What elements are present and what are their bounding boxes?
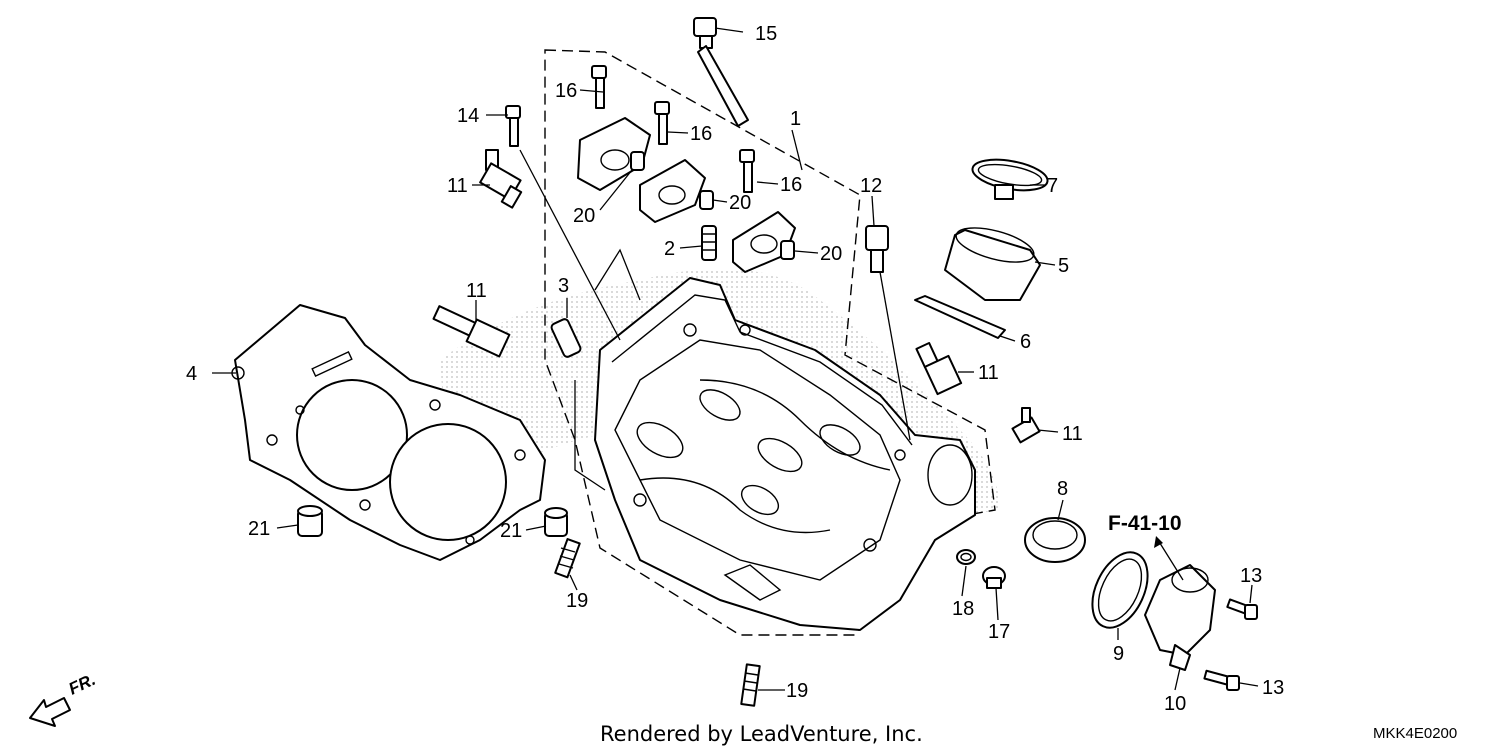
callout-1[interactable]: 1 [790, 108, 801, 130]
washer-18[interactable] [956, 549, 976, 565]
bolt-15[interactable] [693, 17, 749, 127]
spark-plug-middle[interactable] [432, 305, 511, 358]
callout-21b[interactable]: 21 [500, 520, 522, 542]
dowel-pin-left[interactable] [297, 505, 323, 537]
callout-9[interactable]: 9 [1113, 643, 1124, 665]
callout-11c[interactable]: 11 [978, 362, 999, 384]
bolt-13-lower[interactable] [1203, 669, 1240, 691]
dowel-pin-20c[interactable] [780, 240, 795, 260]
callout-12[interactable]: 12 [860, 175, 882, 197]
bolt-13-upper[interactable] [1226, 598, 1258, 620]
callout-20c[interactable]: 20 [820, 243, 842, 265]
callout-19b[interactable]: 19 [786, 680, 808, 702]
bolt-16b[interactable] [654, 101, 670, 145]
leader-lines [212, 27, 1259, 691]
callout-6[interactable]: 6 [1020, 331, 1031, 353]
callout-18[interactable]: 18 [952, 598, 974, 620]
temperature-sensor-12[interactable] [865, 225, 889, 273]
insulator-band-7[interactable] [970, 155, 1050, 200]
cylinder-head-gasket[interactable] [231, 304, 546, 561]
callout-10[interactable]: 10 [1164, 693, 1186, 715]
spark-plug-upper[interactable] [479, 149, 523, 209]
o-ring-9[interactable] [1081, 544, 1158, 637]
insulator-5[interactable] [944, 221, 1041, 301]
sealing-bolt-17[interactable] [982, 566, 1006, 589]
stud-bolt-lower[interactable] [740, 663, 761, 707]
bolt-16c[interactable] [739, 149, 755, 193]
callout-11d[interactable]: 11 [1062, 423, 1083, 445]
callout-16a[interactable]: 16 [555, 80, 577, 102]
callout-4[interactable]: 4 [186, 363, 197, 385]
front-label: FR. [66, 670, 99, 699]
callout-5[interactable]: 5 [1058, 255, 1069, 277]
callout-3[interactable]: 3 [558, 275, 569, 297]
reference-arrowhead [1154, 536, 1163, 548]
sensor-11[interactable] [1011, 407, 1041, 444]
bolt-16a[interactable] [591, 65, 607, 109]
collar-pin-2[interactable] [701, 225, 717, 261]
bolt-14[interactable] [505, 105, 521, 147]
callouts: 15 1 16 16 16 14 11 20 20 20 2 12 7 5 6 … [186, 23, 1284, 715]
callout-7[interactable]: 7 [1047, 175, 1058, 197]
dowel-pin-20b[interactable] [699, 190, 714, 210]
pipe-6[interactable] [914, 295, 1006, 339]
dowel-pin-20a[interactable] [630, 151, 645, 171]
callout-13b[interactable]: 13 [1262, 677, 1284, 699]
callout-11b[interactable]: 11 [466, 280, 487, 302]
dowel-pin-3[interactable] [550, 318, 582, 358]
front-arrow-icon [29, 697, 71, 727]
spark-plug-right[interactable] [915, 341, 963, 396]
callout-17[interactable]: 17 [988, 621, 1010, 643]
front-indicator: FR. [29, 670, 99, 727]
footer-credit: Rendered by LeadVenture, Inc. [600, 722, 923, 746]
diagram-code: MKK4E0200 [1373, 725, 1457, 742]
callout-13a[interactable]: 13 [1240, 565, 1262, 587]
thermostat-8[interactable] [1024, 517, 1086, 563]
callout-16c[interactable]: 16 [780, 174, 802, 196]
callout-19a[interactable]: 19 [566, 590, 588, 612]
callout-20b[interactable]: 20 [729, 192, 751, 214]
callout-16b[interactable]: 16 [690, 123, 712, 145]
callout-11a[interactable]: 11 [447, 175, 468, 197]
callout-15[interactable]: 15 [755, 23, 777, 45]
callout-14[interactable]: 14 [457, 105, 479, 127]
thermostat-cover-10[interactable] [1144, 564, 1216, 671]
callout-8[interactable]: 8 [1057, 478, 1068, 500]
cylinder-head[interactable] [594, 277, 976, 631]
callout-2[interactable]: 2 [664, 238, 675, 260]
reference-label[interactable]: F-41-10 [1108, 512, 1182, 535]
dowel-pin-right[interactable] [544, 507, 568, 537]
camshaft-holder-b[interactable] [639, 159, 706, 223]
callout-20a[interactable]: 20 [573, 205, 595, 227]
stud-bolt-upper[interactable] [554, 538, 581, 579]
callout-21a[interactable]: 21 [248, 518, 270, 540]
